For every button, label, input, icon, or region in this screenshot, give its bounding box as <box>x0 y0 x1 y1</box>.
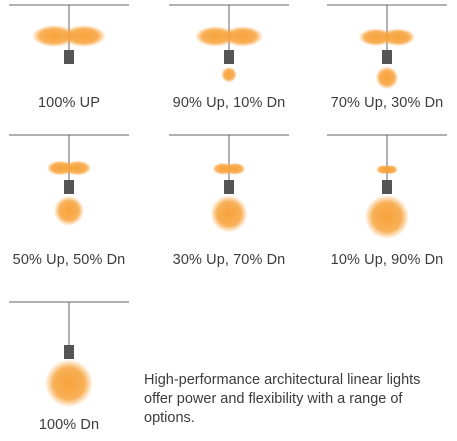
uplight-glow-right <box>222 26 264 47</box>
uplight-glow-right <box>380 28 416 47</box>
fixture-body <box>64 345 74 359</box>
downlight-glow <box>364 194 410 240</box>
uplight-glow-right <box>63 160 92 176</box>
description-text: High-performance architectural linear li… <box>144 372 421 426</box>
light-option-50-up-50-dn: 50% Up, 50% Dn <box>9 130 129 268</box>
fixture-body <box>382 180 392 194</box>
uplight-glow-right <box>62 25 106 47</box>
fixture-body <box>224 50 234 64</box>
option-label: 30% Up, 70% Dn <box>172 252 286 268</box>
pendant-light-diagram-icon <box>169 134 289 233</box>
downlight-glow <box>375 66 399 90</box>
downlight-glow <box>210 195 248 233</box>
pendant-light-diagram-icon <box>9 4 129 64</box>
pendant-light-diagram-icon <box>9 134 129 226</box>
pendant-light-diagram-icon <box>327 134 447 240</box>
fixture-body <box>64 180 74 194</box>
option-label: 10% Up, 90% Dn <box>330 252 444 268</box>
pendant-light-diagram-icon <box>169 4 289 83</box>
light-option-100-up: 100% UP <box>9 0 129 128</box>
light-option-10-up-90-dn: 10% Up, 90% Dn <box>327 130 447 268</box>
fixture-body <box>64 50 74 64</box>
uplight-glow-right <box>224 162 246 175</box>
option-label: 90% Up, 10% Dn <box>172 95 286 111</box>
pendant-light-diagram-icon <box>9 301 129 408</box>
option-label: 50% Up, 50% Dn <box>12 252 126 268</box>
fixture-body <box>224 180 234 194</box>
option-label: 100% UP <box>38 95 100 111</box>
light-option-100-dn: 100% Dn <box>9 297 129 433</box>
downlight-glow <box>54 195 84 226</box>
downlight-glow <box>221 66 237 83</box>
light-option-70-up-30-dn: 70% Up, 30% Dn <box>327 0 447 128</box>
fixture-body <box>382 50 392 64</box>
uplight-glow-right <box>382 164 398 175</box>
light-option-90-up-10-dn: 90% Up, 10% Dn <box>169 0 289 128</box>
option-label: 100% Dn <box>38 417 100 433</box>
pendant-light-diagram-icon <box>327 4 447 90</box>
downlight-glow <box>45 359 93 408</box>
option-label: 70% Up, 30% Dn <box>330 95 444 111</box>
light-option-30-up-70-dn: 30% Up, 70% Dn <box>169 130 289 268</box>
